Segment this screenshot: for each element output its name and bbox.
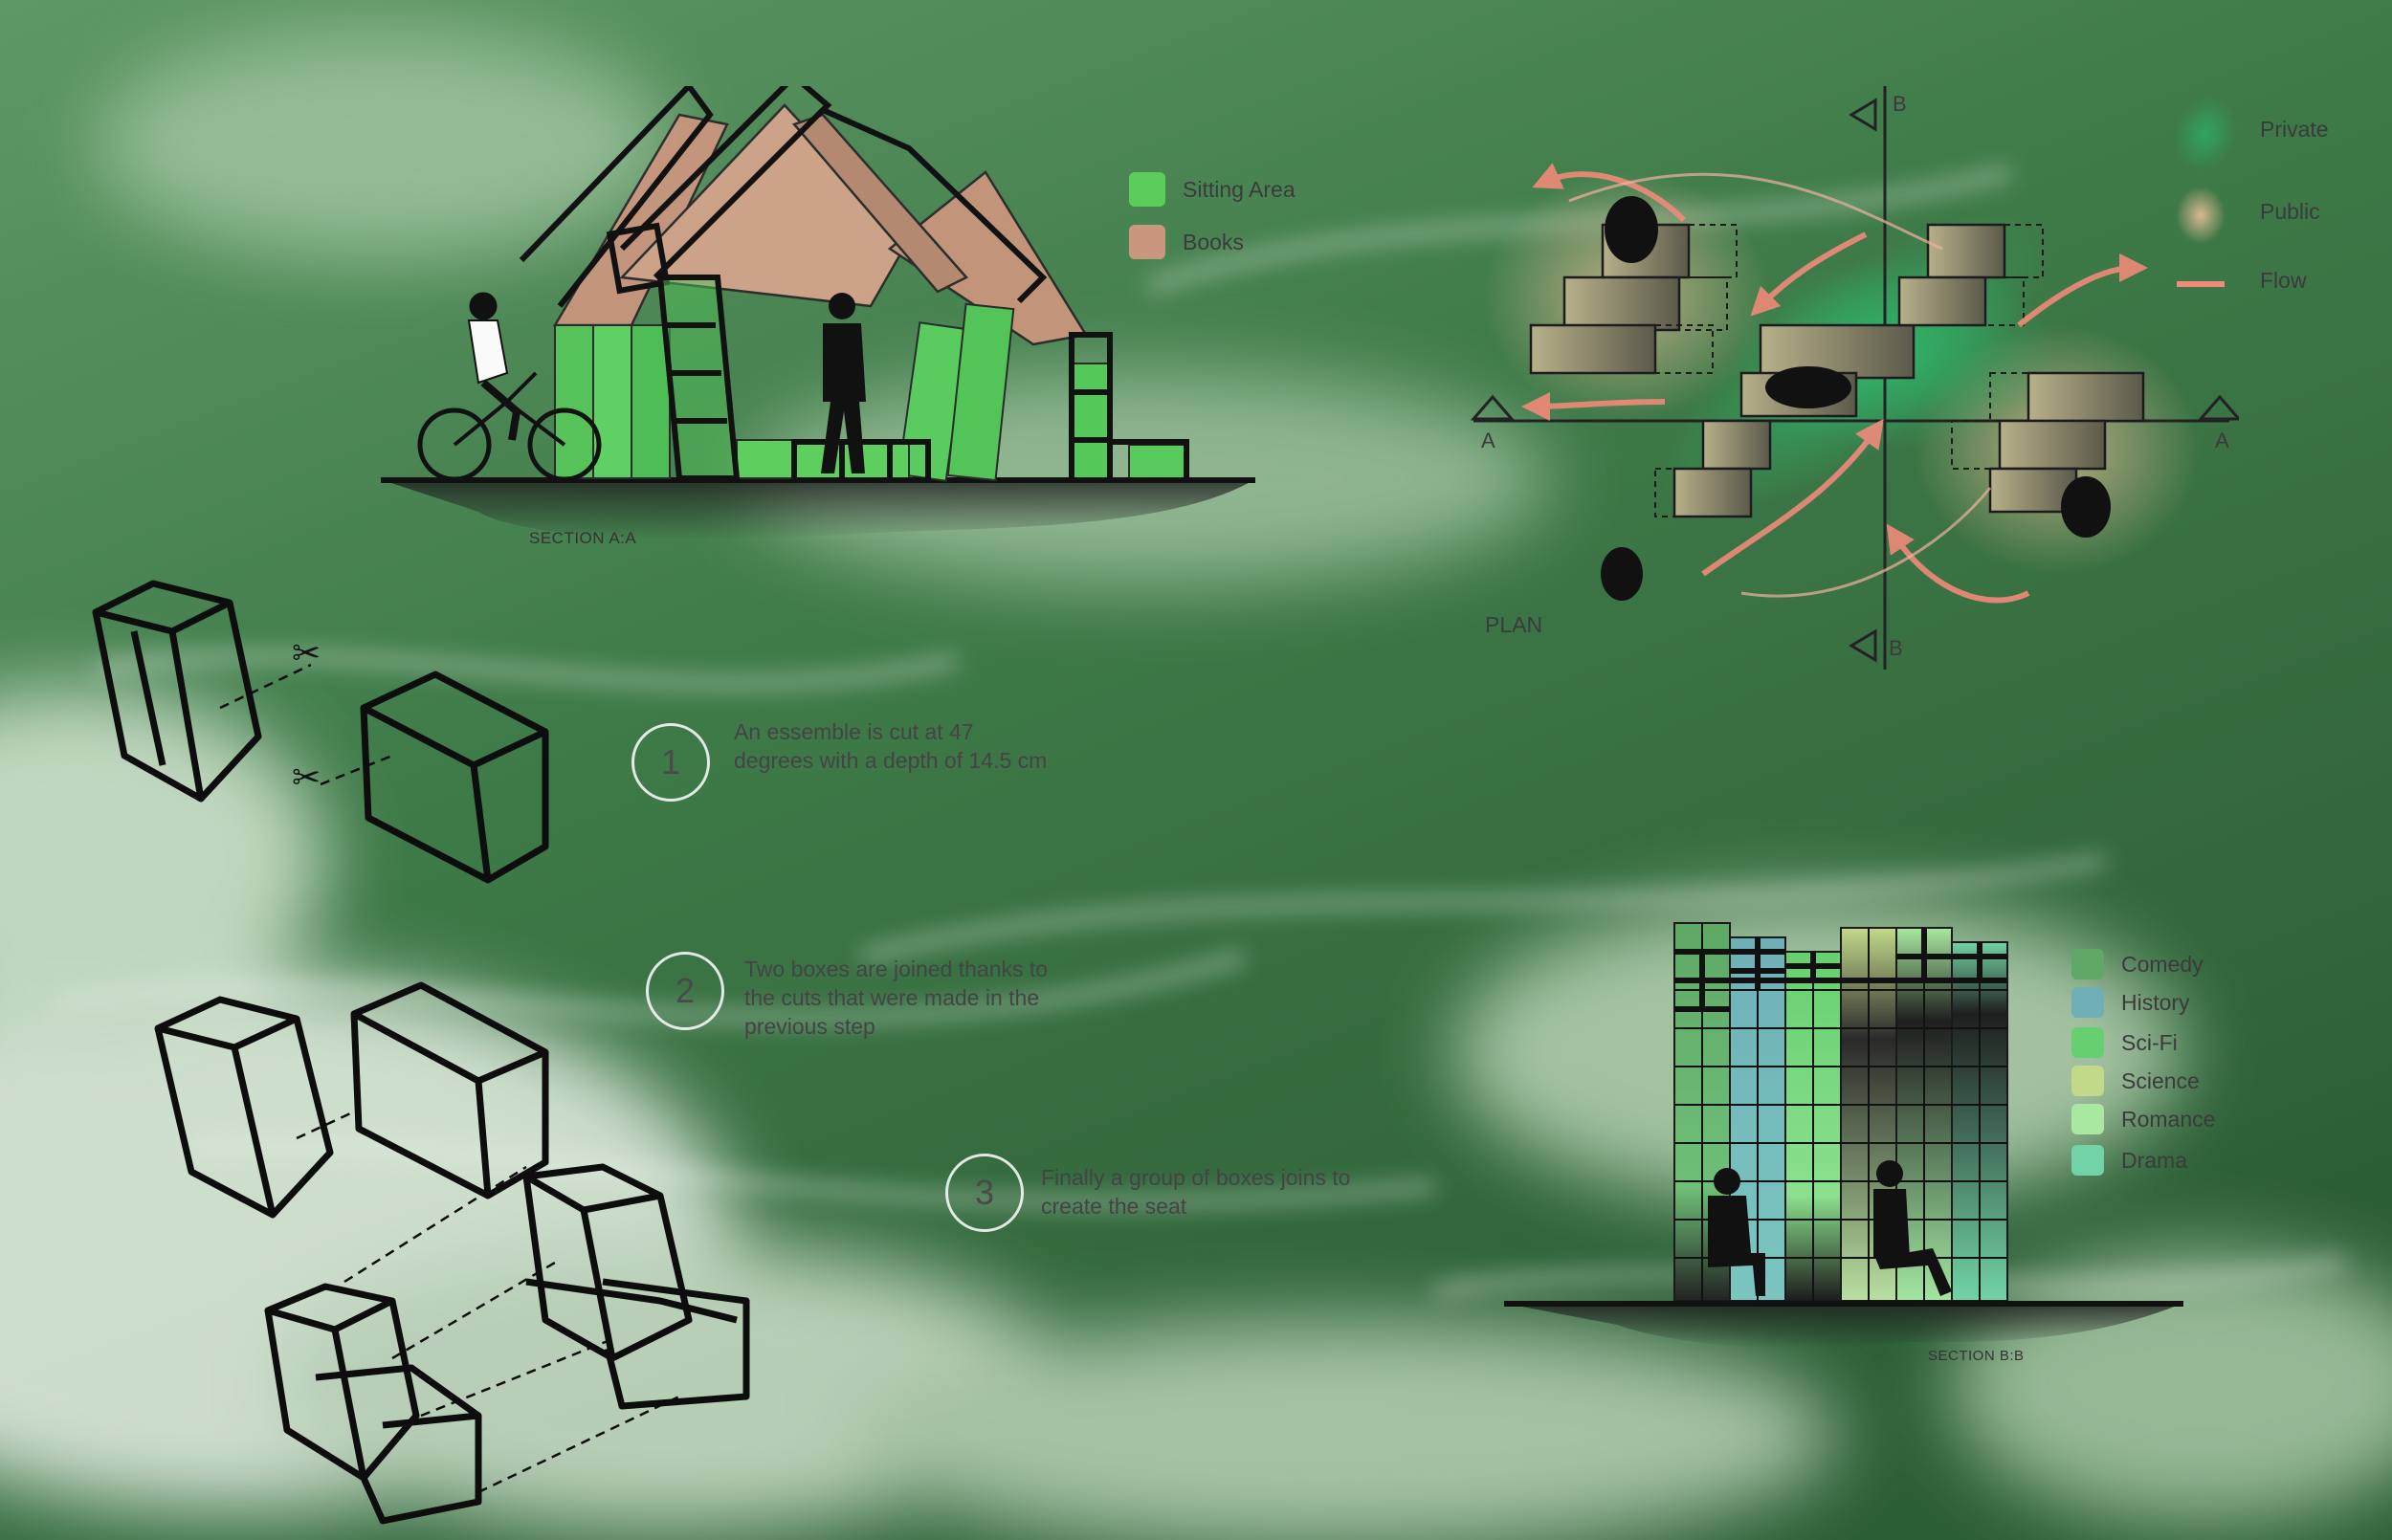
step-number: 1 xyxy=(660,742,681,781)
step-1-text: An essemble is cut at 47 degrees with a … xyxy=(734,719,1048,773)
step-2-badge: 2 xyxy=(646,952,724,1030)
legend-item-books: Books xyxy=(1129,225,1244,259)
axis-a-left-label: A xyxy=(1481,429,1495,452)
legend-public-label: Public xyxy=(2260,199,2320,224)
axis-a-right-label: A xyxy=(2215,429,2229,452)
section-bb-drawing xyxy=(1504,922,2183,1349)
science-swatch xyxy=(2071,1066,2104,1096)
legend-item-science: Science xyxy=(2071,1066,2200,1096)
legend-label: Sci-Fi xyxy=(2121,1029,2178,1055)
drama-swatch xyxy=(2071,1145,2104,1176)
legend-label: Sitting Area xyxy=(1183,176,1296,202)
step-1-badge: 1 xyxy=(631,723,710,802)
cyclist-figure xyxy=(417,292,602,482)
axis-b-bottom-label: B xyxy=(1889,636,1903,660)
history-swatch xyxy=(2071,987,2104,1018)
step-number: 3 xyxy=(974,1173,995,1212)
sitting-area-swatch xyxy=(1129,172,1165,207)
romance-swatch xyxy=(2071,1104,2104,1134)
legend-item-sitting-area: Sitting Area xyxy=(1129,172,1296,207)
plan-drawing xyxy=(1470,86,2239,670)
legend-label: Books xyxy=(1183,229,1244,254)
legend-flow-label: Flow xyxy=(2260,268,2307,293)
step-2-text: Two boxes are joined thanks to the cuts … xyxy=(744,957,1049,1039)
comedy-swatch xyxy=(2071,949,2104,979)
legend-label: History xyxy=(2121,989,2190,1015)
step-3-text: Finally a group of boxes joins to create… xyxy=(1041,1165,1351,1219)
legend-private-label: Private xyxy=(2260,117,2329,142)
axis-b-top-label: B xyxy=(1893,92,1907,116)
section-bb-caption: SECTION B:B xyxy=(1928,1348,2025,1364)
legend-item-history: History xyxy=(2071,987,2190,1018)
assembly-steps-drawing: ✂ ✂ xyxy=(92,580,750,1525)
seated-people-figures xyxy=(1708,1160,1952,1296)
legend-item-comedy: Comedy xyxy=(2071,949,2204,979)
scissors-icon: ✂ xyxy=(292,633,321,672)
section-aa-caption: SECTION A:A xyxy=(529,529,637,547)
legend-item-sci-fi: Sci-Fi xyxy=(2071,1027,2178,1058)
sci-fi-swatch xyxy=(2071,1027,2104,1058)
legend-label: Romance xyxy=(2121,1106,2216,1132)
plan-caption: PLAN xyxy=(1485,612,1543,637)
legend-label: Comedy xyxy=(2121,951,2204,977)
legend-label: Science xyxy=(2121,1067,2200,1093)
scissors-icon: ✂ xyxy=(292,758,321,797)
section-aa-drawing xyxy=(381,86,1255,539)
legend-item-romance: Romance xyxy=(2071,1104,2215,1134)
walking-person-figure xyxy=(821,293,866,473)
step-number: 2 xyxy=(675,971,696,1010)
books-swatch xyxy=(1129,225,1165,259)
legend-item-drama: Drama xyxy=(2071,1145,2187,1176)
step-3-badge: 3 xyxy=(945,1154,1024,1232)
legend-label: Drama xyxy=(2121,1147,2188,1173)
plan-legend-swatches xyxy=(2173,96,2238,287)
